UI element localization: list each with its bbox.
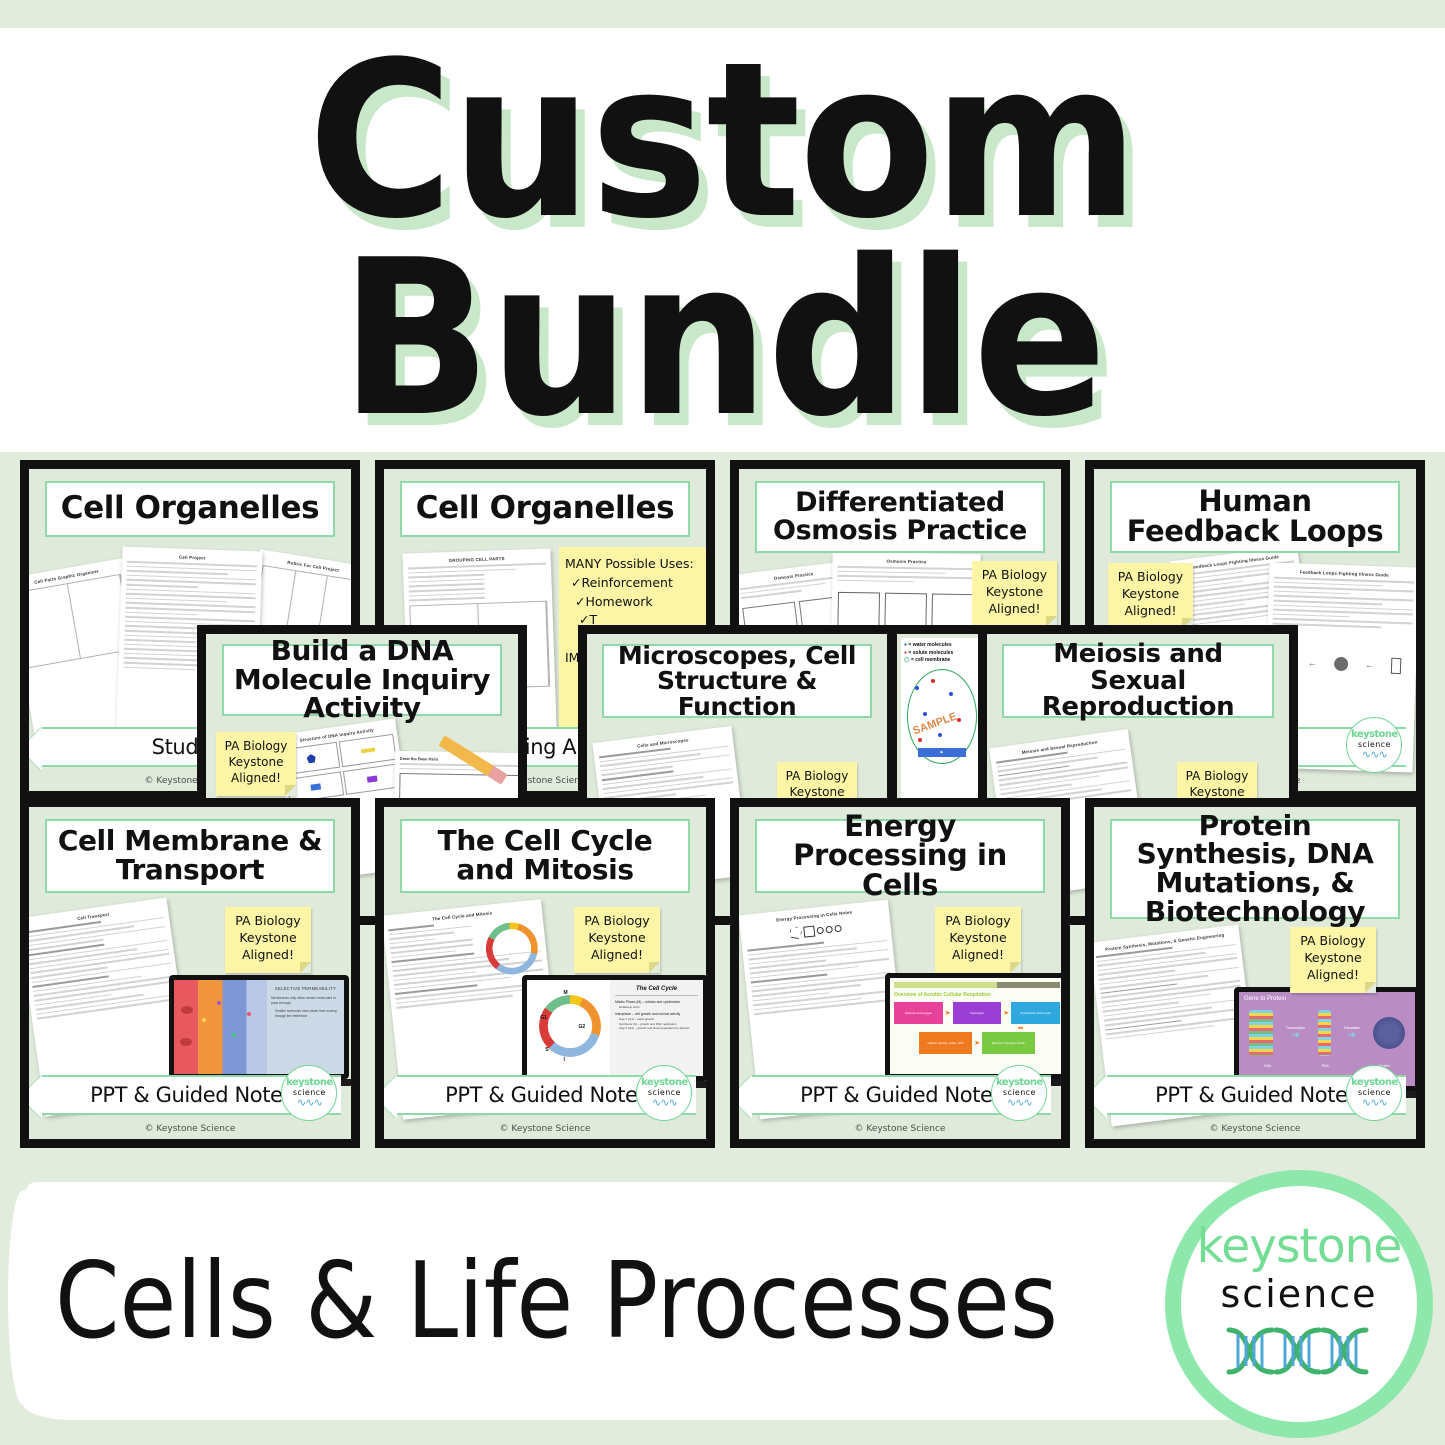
- card-copyright: © Keystone Science: [144, 776, 236, 786]
- product-card-grid: Cell Organelles Cell Parts Graphic Organ…: [0, 455, 1445, 1160]
- footer-band: Cells & Life Processes keystone science: [0, 1160, 1445, 1445]
- dna-helix-icon: ∿∿∿: [1362, 748, 1388, 761]
- card-banner: PPT & Guided Notes keystone science ∿∿∿: [41, 1065, 342, 1121]
- card-banner: PPT & Guided Notes keystone science ∿∿∿: [1106, 1065, 1407, 1121]
- logo-inner: keystone science: [1181, 1186, 1417, 1422]
- laptop-mockup: Overview of Aerobic Cellular Respiration…: [876, 973, 1061, 1086]
- hero-title-block: Custom Bundle: [0, 15, 1445, 464]
- card-the-cell-cycle-and-mitosis[interactable]: The Cell Cycle and Mitosis The Cell Cycl…: [375, 798, 715, 1148]
- card-title-box: Microscopes, Cell Structure & Function: [602, 643, 872, 719]
- cell-membrane-diagram: SAMPLE ▶: [907, 668, 977, 764]
- laptop-mockup: Gene to Protein Transcription➔ Translati…: [1225, 987, 1416, 1098]
- card-title-box: Human Feedback Loops: [1110, 481, 1400, 553]
- dna-helix-icon: ∿∿∿: [1007, 1096, 1033, 1109]
- card-copyright: © Keystone Science: [1209, 1124, 1301, 1134]
- card-copyright: © Keystone Science: [144, 1124, 236, 1134]
- pa-keystone-sticky-note: PA Biology Keystone Aligned!: [972, 561, 1057, 627]
- card-title-box: Build a DNA Molecule Inquiry Activity: [221, 636, 503, 722]
- keystone-science-mini-logo: keystone science ∿∿∿: [1346, 717, 1403, 773]
- slide-thumbnail: Gene to Protein Transcription➔ Translati…: [1239, 992, 1415, 1086]
- laptop-mockup: SELECTIVE PERMEABILITY Membranes only al…: [160, 975, 351, 1086]
- logo-keystone-text: keystone: [1196, 1219, 1403, 1275]
- card-title-box: Cell Organelles: [400, 481, 690, 537]
- card-copyright: © Keystone Science: [854, 1124, 946, 1134]
- protein-icon: [1372, 1017, 1405, 1049]
- card-title-box: Meiosis and Sexual Reproduction: [1002, 641, 1274, 720]
- keystone-science-logo: keystone science: [1165, 1170, 1433, 1438]
- cell-cycle-diagram: [538, 995, 601, 1058]
- dna-helix-icon: ∿∿∿: [297, 1096, 323, 1109]
- pa-keystone-sticky-note: PA Biology Keystone Aligned!: [216, 732, 296, 796]
- card-title-box: Cell Organelles: [45, 481, 335, 537]
- hero-title-line-2: Bundle: [340, 213, 1107, 464]
- pa-keystone-sticky-note: PA Biology Keystone Aligned!: [935, 907, 1021, 973]
- card-copyright: © Keystone Science: [499, 1124, 591, 1134]
- logo-science-text: science: [1220, 1272, 1378, 1317]
- card-title-box: Energy Processing in Cells: [755, 811, 1045, 900]
- pa-keystone-sticky-note: PA Biology Keystone Aligned!: [1290, 927, 1376, 993]
- card-title-box: The Cell Cycle and Mitosis: [400, 819, 690, 893]
- card-title-box: Differentiated Osmosis Practice: [755, 481, 1045, 553]
- keystone-science-mini-logo: keystone science ∿∿∿: [636, 1065, 693, 1121]
- table-grid: [29, 573, 135, 669]
- keystone-science-mini-logo: keystone science ∿∿∿: [281, 1065, 338, 1121]
- card-banner: PPT & Guided Notes keystone science ∿∿∿: [751, 1065, 1052, 1121]
- slide-thumbnail: M G1 S G2 I The Cell Cycle Mitotic Phase…: [527, 980, 703, 1076]
- dna-helix-icon: ∿∿∿: [1362, 1096, 1388, 1109]
- hero-white-panel: [0, 28, 1445, 458]
- card-energy-processing-in-cells[interactable]: Energy Processing in Cells Energy Proces…: [730, 798, 1070, 1148]
- card-title-box: Protein Synthesis, DNA Mutations, & Biot…: [1110, 811, 1400, 925]
- dna-strand-icon: [1249, 1010, 1274, 1056]
- rna-strand-icon: [1317, 1010, 1331, 1056]
- card-cell-membrane-transport[interactable]: Cell Membrane & Transport Cell Transport…: [20, 798, 360, 1148]
- pa-keystone-sticky-note: PA Biology Keystone Aligned!: [574, 907, 660, 973]
- footer-white-brush: [8, 1182, 1262, 1420]
- card-banner: PPT & Guided Notes keystone science ∿∿∿: [396, 1065, 697, 1121]
- slide-thumbnail: SELECTIVE PERMEABILITY Membranes only al…: [174, 980, 344, 1074]
- dna-helix-icon: ∿∿∿: [652, 1096, 678, 1109]
- keystone-science-mini-logo: keystone science ∿∿∿: [1346, 1065, 1403, 1121]
- card-copyright: © Keystone Science: [499, 776, 591, 786]
- bundle-subject-title: Cells & Life Processes: [55, 1240, 1059, 1362]
- keystone-science-mini-logo: keystone science ∿∿∿: [991, 1065, 1048, 1121]
- card-title-box: Cell Membrane & Transport: [45, 819, 335, 893]
- slide-thumbnail: Overview of Aerobic Cellular Respiration…: [890, 978, 1061, 1074]
- card-protein-synthesis-dna-mutations-biotechnology[interactable]: Protein Synthesis, DNA Mutations, & Biot…: [1085, 798, 1425, 1148]
- pa-keystone-sticky-note: PA Biology Keystone Aligned!: [1108, 563, 1193, 629]
- dna-helix-icon: [1224, 1322, 1374, 1385]
- hero-title-line-1: Custom: [307, 15, 1139, 267]
- pa-keystone-sticky-note: PA Biology Keystone Aligned!: [225, 907, 311, 973]
- slide-thumbnail: ● = water molecules ● = solute molecules…: [901, 638, 983, 818]
